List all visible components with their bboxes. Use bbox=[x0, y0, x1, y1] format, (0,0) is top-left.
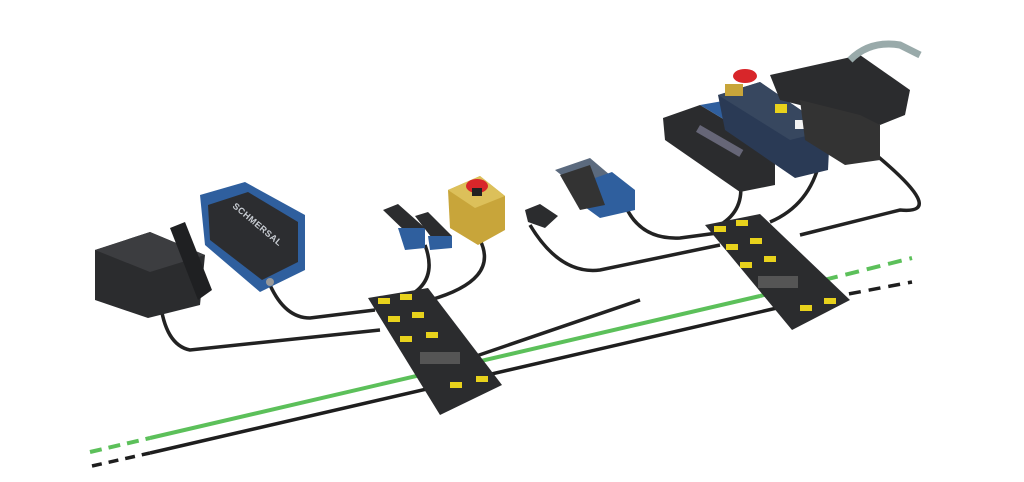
safety-interlock-blue: SCHMERSAL bbox=[200, 182, 305, 292]
emergency-stop-yellow bbox=[448, 176, 505, 245]
device-cables bbox=[158, 148, 921, 367]
door-handle-switch bbox=[770, 40, 922, 165]
safety-sensor-pair bbox=[383, 204, 452, 250]
io-module-right bbox=[705, 214, 850, 330]
emergency-stop-panel bbox=[718, 69, 830, 178]
safety-switch-black bbox=[95, 222, 212, 318]
actuator-small bbox=[525, 204, 558, 228]
safety-sensor-blue bbox=[555, 158, 635, 218]
io-module-left bbox=[368, 288, 502, 415]
